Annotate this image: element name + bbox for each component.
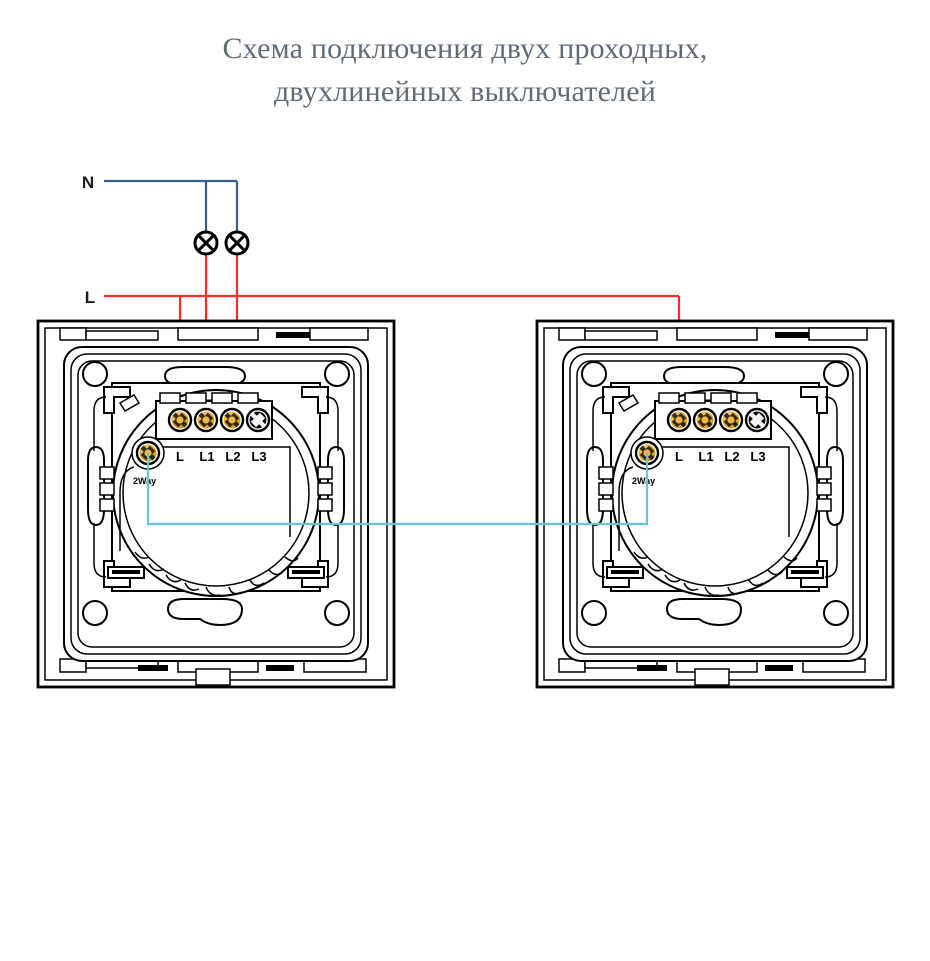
terminal-label-left-L3: L3: [251, 449, 266, 464]
lamp-2: [224, 230, 250, 256]
terminal-label-right-L: L: [675, 449, 683, 464]
terminal-label-right-L3: L3: [750, 449, 765, 464]
terminal-right-L[interactable]: [666, 407, 692, 433]
traveler-wire: [146, 453, 649, 526]
page-title-line-1: Схема подключения двух проходных,: [222, 32, 708, 65]
terminal-label-left-L1: L1: [199, 449, 214, 464]
terminal-label-left-L2: L2: [225, 449, 240, 464]
terminal-label-right-L2: L2: [724, 449, 739, 464]
neutral-wire-group: [104, 179, 239, 232]
terminal-left-L2[interactable]: [219, 407, 245, 433]
live-wire-label: L: [85, 288, 95, 307]
lamp-1: [193, 230, 219, 256]
page-title: Схема подключения двух проходных, двухли…: [0, 28, 930, 113]
switch-left[interactable]: L L1 L2 L3 2Way: [36, 319, 396, 689]
page-title-line-2: двухлинейных выключателей: [273, 74, 657, 108]
terminal-label-right-L1: L1: [698, 449, 713, 464]
terminal-label-left-L: L: [176, 449, 184, 464]
twoway-label-left: 2Way: [133, 476, 156, 486]
terminal-right-L1[interactable]: [692, 407, 718, 433]
terminal-left-L3[interactable]: [245, 407, 271, 433]
terminal-left-L1[interactable]: [193, 407, 219, 433]
neutral-wire-label: N: [82, 173, 94, 192]
twoway-label-right: 2Way: [632, 476, 655, 486]
terminal-right-L3[interactable]: [744, 407, 770, 433]
traveler-wire-group: [146, 453, 649, 526]
terminal-left-L[interactable]: [167, 407, 193, 433]
switch-right[interactable]: L L1 L2 L3 2Way: [535, 319, 895, 689]
terminal-right-L2[interactable]: [718, 407, 744, 433]
